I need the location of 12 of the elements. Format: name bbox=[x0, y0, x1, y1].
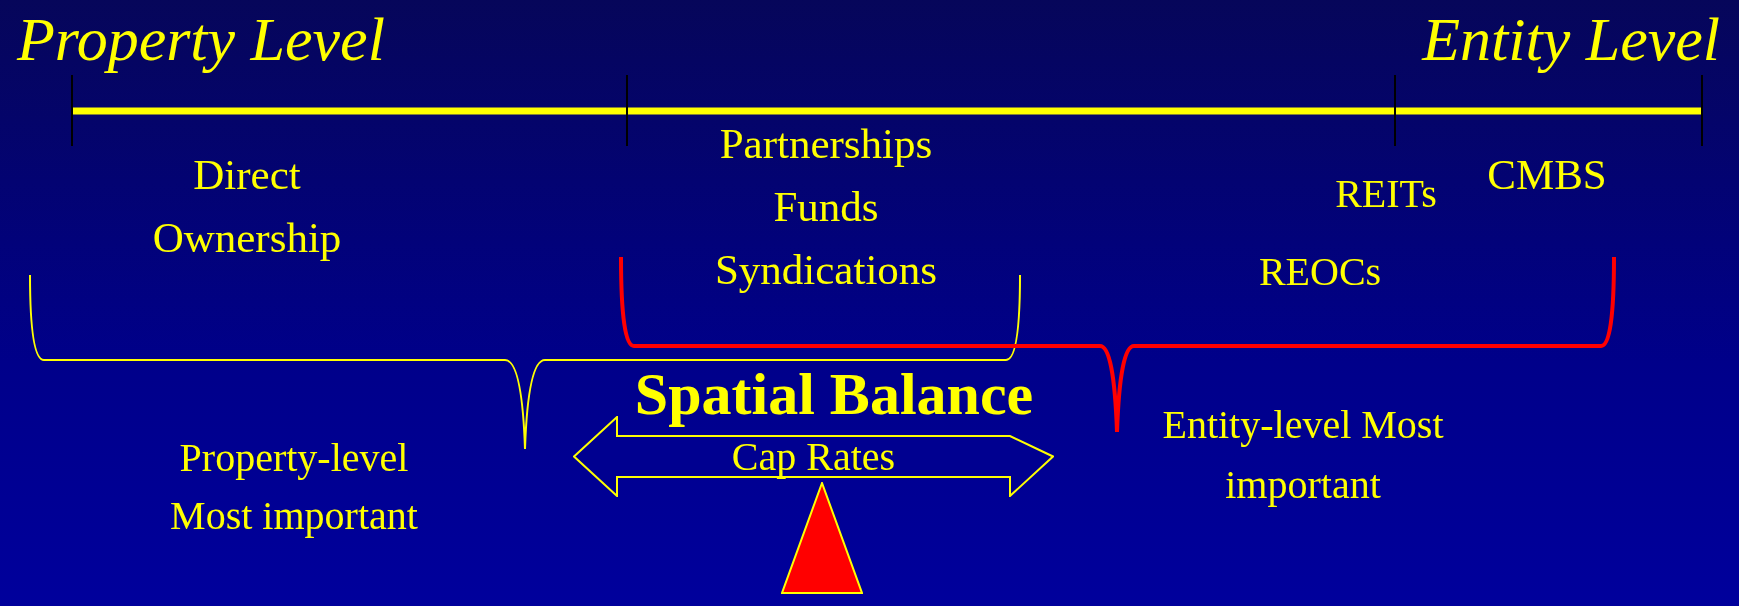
category-label: Entity-level Most important bbox=[1161, 401, 1445, 509]
level-heading: Property Level bbox=[17, 6, 386, 72]
category-label: Partnerships Funds Syndications bbox=[713, 119, 939, 295]
arrow-label: Cap Rates bbox=[731, 434, 896, 479]
fulcrum-triangle bbox=[781, 482, 863, 594]
category-label: Property-level Most important bbox=[169, 434, 419, 540]
heading: Spatial Balance bbox=[633, 360, 1035, 428]
category-label: CMBS bbox=[1486, 150, 1608, 200]
category-label: REITs bbox=[1334, 170, 1438, 218]
level-heading: Entity Level bbox=[1420, 6, 1720, 72]
category-label: REOCs bbox=[1257, 248, 1383, 296]
category-label: Direct Ownership bbox=[151, 150, 343, 263]
